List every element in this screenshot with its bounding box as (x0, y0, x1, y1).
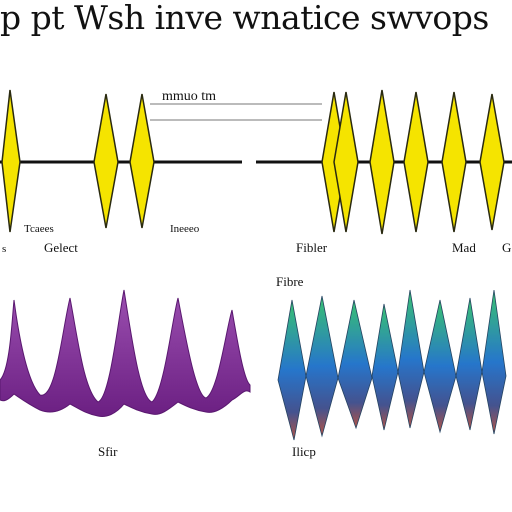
label-bottom-right: Ilicp (292, 444, 316, 459)
label-bottom-left: Sfir (98, 444, 118, 459)
label-right-mid-3: G (502, 240, 512, 255)
gradient-waveform (277, 289, 507, 441)
yellow-pulse (479, 93, 505, 231)
wave-spike (337, 299, 373, 430)
wave-spike (423, 299, 457, 434)
wave-spike (481, 289, 507, 435)
page-title: p pt Wsh inve wnatice swvops (0, 0, 489, 37)
label-right-mid-2: Mad (452, 240, 476, 255)
yellow-pulses-right (321, 89, 505, 235)
yellow-pulse (403, 91, 429, 233)
yellow-pulse (441, 91, 467, 233)
yellow-pulses-left (1, 89, 155, 233)
wave-spike (277, 299, 307, 441)
purple-waveform (0, 289, 251, 417)
wave-spike (371, 303, 399, 431)
yellow-pulse (1, 89, 21, 233)
wave-spike (305, 295, 339, 438)
wave-spike (455, 297, 483, 431)
label-left-small-2: s (2, 243, 7, 255)
yellow-pulse (129, 93, 155, 229)
label-left-medium: Gelect (44, 240, 78, 255)
yellow-pulse (369, 89, 395, 235)
wave-spike (397, 289, 425, 429)
top-caption-center: mmuo tm (162, 89, 217, 104)
label-right-mid-1: Fibler (296, 240, 328, 255)
yellow-pulse (333, 91, 359, 233)
yellow-pulse (93, 93, 119, 229)
label-left-small-1: Tcaees (24, 223, 54, 235)
label-center-lower: Fibre (276, 274, 304, 289)
label-center-small: Ineeeo (170, 223, 200, 235)
